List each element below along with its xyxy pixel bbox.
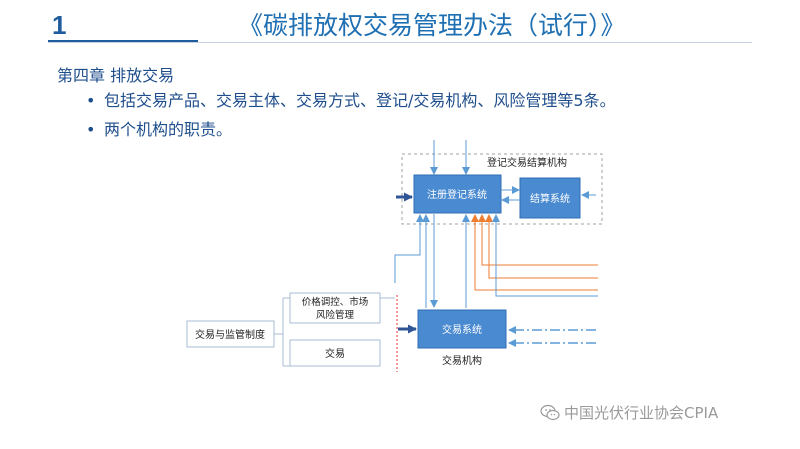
orange-input-arrow-1 (478, 214, 598, 266)
registry-system-label: 注册登记系统 (427, 188, 487, 201)
trading-label: 交易 (325, 347, 345, 360)
registry-system-box (413, 174, 502, 214)
registry-org-container (401, 153, 603, 225)
trading-system-label: 交易系统 (442, 323, 482, 336)
bullet-list: • 包括交易产品、交易主体、交易方式、登记/交易机构、风险管理等5条。 • 两个机构… (86, 91, 616, 149)
bullet-item: • 包括交易产品、交易主体、交易方式、登记/交易机构、风险管理等5条。 (86, 91, 616, 120)
settlement-system-label: 结算系统 (530, 192, 570, 205)
regulation-box (186, 320, 275, 348)
price-control-label-line1: 价格调控、市场 (302, 296, 369, 308)
regulation-label: 交易与监管制度 (195, 328, 265, 341)
watermark: 中国光伏行业协会CPIA (540, 402, 718, 423)
blue-input-arrow-right (492, 214, 598, 297)
slide-number: 1 (52, 10, 67, 40)
orange-input-arrow-3 (471, 214, 598, 291)
bullet-text: 包括交易产品、交易主体、交易方式、登记/交易机构、风险管理等5条。 (104, 91, 616, 110)
bullet-text: 两个机构的职责。 (104, 120, 233, 139)
regulation-to-registry-line (394, 214, 424, 283)
orange-input-arrow-2 (485, 214, 598, 279)
bullet-dot-icon: • (86, 91, 96, 110)
trading-system-box (417, 309, 507, 349)
chapter-heading: 第四章 排放交易 (57, 66, 175, 85)
trading-org-label: 交易机构 (442, 354, 482, 367)
registry-org-label: 登记交易结算机构 (487, 156, 567, 169)
settlement-system-box (519, 177, 581, 219)
wechat-icon (540, 404, 560, 420)
price-control-label-line2: 风险管理 (316, 309, 355, 321)
watermark-text: 中国光伏行业协会CPIA (564, 404, 719, 422)
price-control-box (289, 292, 381, 324)
bullet-item: • 两个机构的职责。 (86, 120, 616, 149)
bullet-dot-icon: • (86, 120, 96, 139)
title-accent-bar (48, 40, 198, 42)
trading-box (289, 339, 381, 367)
slide-title: 《碳排放权交易管理办法（试行）》 (238, 11, 626, 40)
title-divider (48, 42, 752, 43)
